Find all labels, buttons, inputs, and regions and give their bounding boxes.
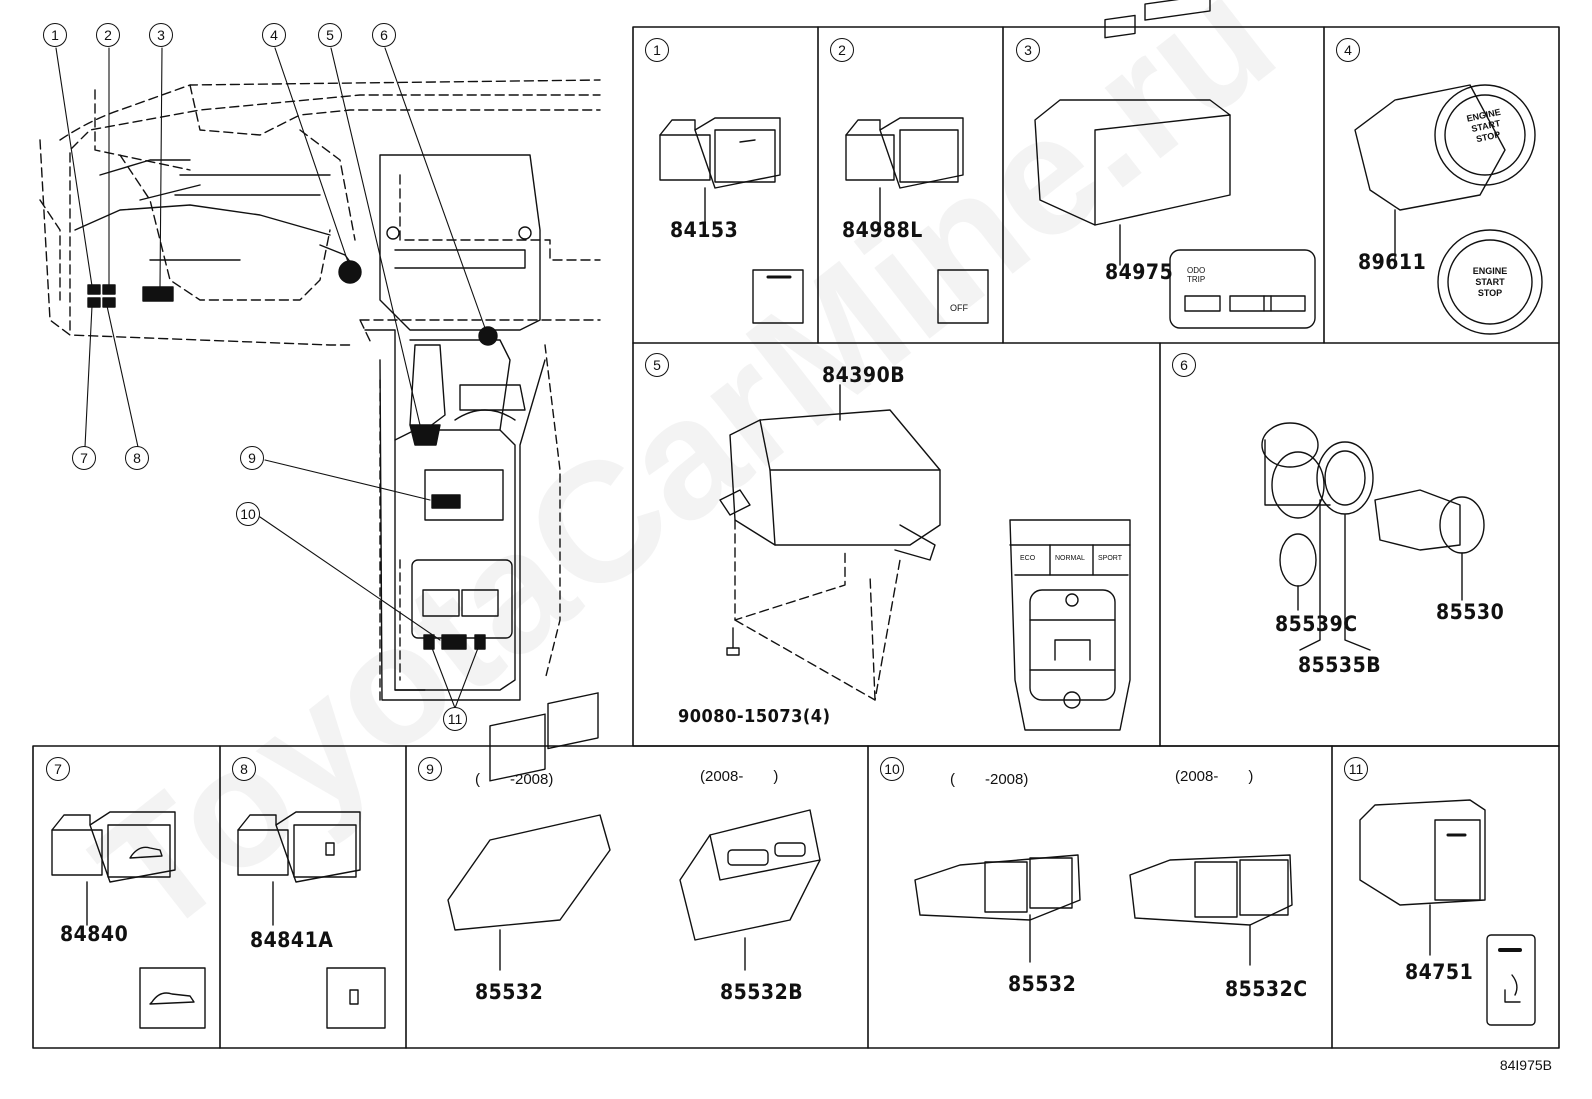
doc-number: 84I975B xyxy=(1499,1057,1552,1073)
switch-84751-art xyxy=(1359,799,1536,1026)
panel-7-number: 7 xyxy=(46,757,70,781)
part-90080-15073[interactable]: 90080-15073(4) xyxy=(678,706,831,727)
part-89611[interactable]: 89611 xyxy=(1358,250,1427,274)
range-post-2008: (2008- ) xyxy=(1175,768,1254,785)
callout-8[interactable]: 8 xyxy=(125,446,149,470)
switch-84841A-art xyxy=(237,811,386,1029)
part-85532-p9[interactable]: 85532 xyxy=(475,980,544,1004)
panel-2-number: 2 xyxy=(830,38,854,62)
range-pre-2008: ( -2008) xyxy=(950,771,1029,788)
part-85535B[interactable]: 85535B xyxy=(1298,653,1382,677)
shifter-dashed xyxy=(734,519,901,701)
callout-3[interactable]: 3 xyxy=(149,23,173,47)
overview-leaders xyxy=(55,47,486,709)
switch-84988L-art xyxy=(845,117,989,324)
switch-84153-art xyxy=(659,117,804,324)
part-84390B[interactable]: 84390B xyxy=(822,363,906,387)
mode-eco: ECO xyxy=(1020,555,1036,562)
outlet-85535B-art xyxy=(1261,422,1485,651)
usb-85532C-art xyxy=(1129,854,1293,966)
panel-10-number: 10 xyxy=(880,757,904,781)
part-84988L[interactable]: 84988L xyxy=(842,218,923,242)
part-85532-p10[interactable]: 85532 xyxy=(1008,972,1077,996)
switch-markers xyxy=(87,260,498,650)
panel-5-number: 5 xyxy=(645,353,669,377)
callout-10[interactable]: 10 xyxy=(236,502,260,526)
callout-2[interactable]: 2 xyxy=(96,23,120,47)
switch-84975-art xyxy=(1034,0,1316,329)
switch-89611-art xyxy=(1354,84,1543,335)
panel-6-number: 6 xyxy=(1172,353,1196,377)
usb-85532-p10-art xyxy=(914,854,1081,963)
part-84751[interactable]: 84751 xyxy=(1405,960,1474,984)
panel-9-number: 9 xyxy=(418,757,442,781)
panel-8-number: 8 xyxy=(232,757,256,781)
panel-grid xyxy=(32,26,1560,1049)
panel-11-number: 11 xyxy=(1344,757,1368,781)
center-console-overview xyxy=(364,329,546,701)
part-84975[interactable]: 84975 xyxy=(1105,260,1174,284)
drive-mode-panel xyxy=(1009,519,1131,731)
part-84153[interactable]: 84153 xyxy=(670,218,739,242)
part-84840[interactable]: 84840 xyxy=(60,922,129,946)
panel-4-number: 4 xyxy=(1336,38,1360,62)
usb-85532-p9-art xyxy=(447,692,611,971)
console-dashed xyxy=(379,344,561,701)
odo-trip-label: ODO TRIP xyxy=(1187,266,1206,284)
callout-6[interactable]: 6 xyxy=(372,23,396,47)
callout-9[interactable]: 9 xyxy=(240,446,264,470)
callout-5[interactable]: 5 xyxy=(318,23,342,47)
vsc-off-label: OFF xyxy=(950,303,968,313)
switch-84840-art xyxy=(51,811,206,1029)
shifter-84390B-art xyxy=(719,384,941,656)
part-85532B[interactable]: 85532B xyxy=(720,980,804,1004)
part-85539C[interactable]: 85539C xyxy=(1275,612,1358,636)
part-85532C[interactable]: 85532C xyxy=(1225,977,1308,1001)
dashboard-overview xyxy=(39,79,601,346)
part-84841A[interactable]: 84841A xyxy=(250,928,334,952)
callout-11[interactable]: 11 xyxy=(443,707,467,731)
mode-normal: NORMAL xyxy=(1055,555,1085,562)
range-pre-2008: ( -2008) xyxy=(475,771,554,788)
callout-1[interactable]: 1 xyxy=(43,23,67,47)
callout-7[interactable]: 7 xyxy=(72,446,96,470)
callout-4[interactable]: 4 xyxy=(262,23,286,47)
part-85530[interactable]: 85530 xyxy=(1436,600,1505,624)
panel-3-number: 3 xyxy=(1016,38,1040,62)
panel-1-number: 1 xyxy=(645,38,669,62)
range-post-2008: (2008- ) xyxy=(700,768,779,785)
mode-sport: SPORT xyxy=(1098,555,1122,562)
usb-85532B-art xyxy=(679,809,821,971)
dashboard-overview-solid xyxy=(74,154,541,331)
